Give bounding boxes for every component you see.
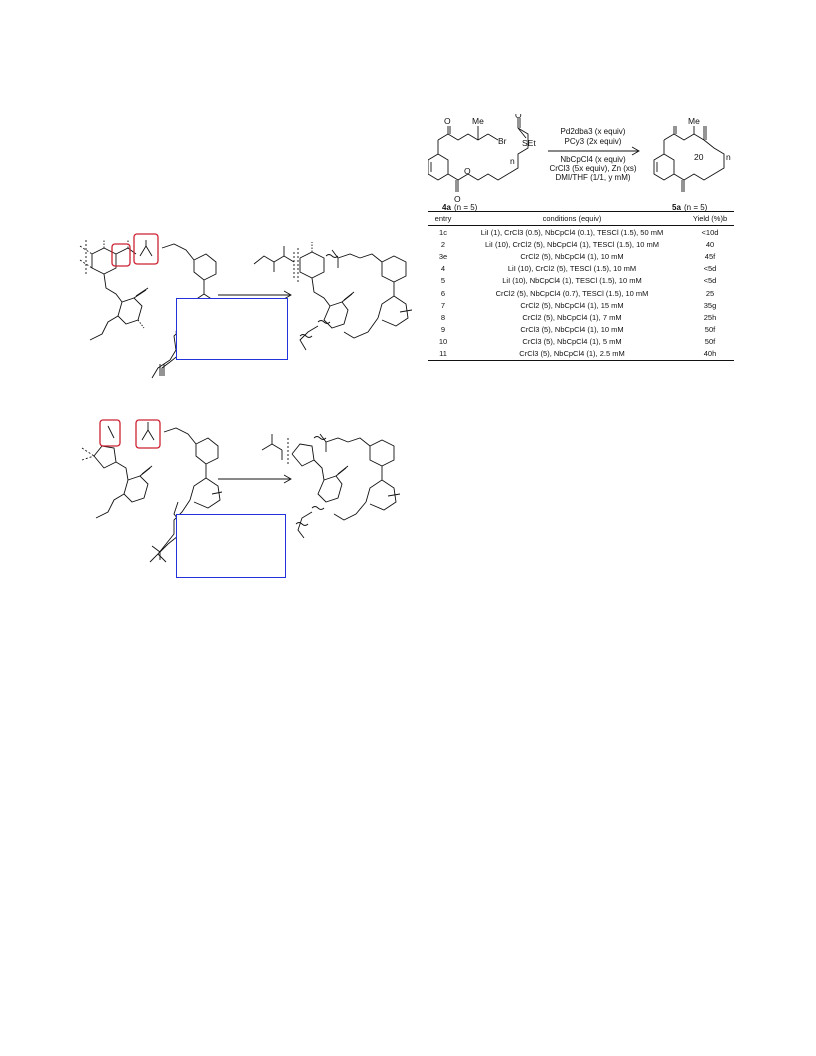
sm-n-value: (n = 5) xyxy=(454,203,478,212)
o-label-2: O xyxy=(454,194,461,204)
scheme-1-right-structure xyxy=(253,242,413,351)
reaction-scheme: O Me Br O O O SEt n 4a (n = 5) Pd2dba3 (… xyxy=(428,114,731,212)
cell-yield: <5d xyxy=(703,276,717,286)
cell-entry: 3e xyxy=(438,251,448,261)
scheme-2-left-structure xyxy=(81,419,223,563)
header-entry: entry xyxy=(428,211,458,226)
scheme-1-blank-box xyxy=(176,298,288,360)
cell-entry: 8 xyxy=(440,312,446,322)
header-yield: Yield (%)b xyxy=(686,211,734,226)
table-row: 10 CrCl3 (5), NbCpCl4 (1), 5 mM 50f xyxy=(428,336,734,348)
o-label-1: O xyxy=(444,116,451,126)
ring-size-label: 20 xyxy=(694,152,704,162)
table-row: 3e CrCl2 (5), NbCpCl4 (1), 10 mM 45f xyxy=(428,250,734,262)
cell-conditions: CrCl2 (5), NbCpCl4 (1), 10 mM xyxy=(520,251,624,261)
cell-conditions: CrCl3 (5), NbCpCl4 (1), 10 mM xyxy=(520,325,624,335)
product-me-label: Me xyxy=(688,116,700,126)
cell-conditions: CrCl2 (5), NbCpCl4 (1), 15 mM xyxy=(520,300,624,310)
table-row: 5 LiI (10), NbCpCl4 (1), TESCl (1.5), 10… xyxy=(428,275,734,287)
cell-conditions: LiI (1), CrCl3 (0.5), NbCpCl4 (0.1), TES… xyxy=(480,227,664,237)
cell-conditions: LiI (10), CrCl2 (5), NbCpCl4 (1), TESCl … xyxy=(484,239,660,249)
cell-yield: <10d xyxy=(701,227,719,237)
cell-entry: 6 xyxy=(440,288,446,298)
optimization-table: entry conditions (equiv) Yield (%)b 1c L… xyxy=(428,211,734,362)
cell-conditions: CrCl3 (5), NbCpCl4 (1), 2.5 mM xyxy=(458,347,686,362)
table-row: 2 LiI (10), CrCl2 (5), NbCpCl4 (1), TESC… xyxy=(428,238,734,250)
cell-entry: 10 xyxy=(438,337,448,347)
table-row: 7 CrCl2 (5), NbCpCl4 (1), 15 mM 35g xyxy=(428,299,734,311)
table-row: 11 CrCl3 (5), NbCpCl4 (1), 2.5 mM 40h xyxy=(428,347,734,362)
cell-yield: 35g xyxy=(703,300,717,310)
cell-yield: 40h xyxy=(686,347,734,362)
reagent-below-1: NbCpCl4 (x equiv) xyxy=(560,155,626,164)
cell-conditions: CrCl3 (5), NbCpCl4 (1), 5 mM xyxy=(522,337,622,347)
header-conditions: conditions (equiv) xyxy=(458,211,686,226)
cell-entry: 11 xyxy=(428,347,458,362)
cell-entry: 9 xyxy=(440,325,446,335)
table-row: 4 LiI (10), CrCl2 (5), TESCl (1.5), 10 m… xyxy=(428,263,734,275)
reagent-below-2: CrCl3 (5x equiv), Zn (xs) xyxy=(549,164,636,173)
reagent-above-2: PCy3 (2x equiv) xyxy=(565,137,622,146)
product-n-label: n xyxy=(726,152,731,162)
table-row: 9 CrCl3 (5), NbCpCl4 (1), 10 mM 50f xyxy=(428,324,734,336)
cell-conditions: LiI (10), NbCpCl4 (1), TESCl (1.5), 10 m… xyxy=(502,276,642,286)
sm-n-label: n xyxy=(510,156,515,166)
scheme-1-arrow xyxy=(218,290,292,300)
reagent-below-3: DMI/THF (1/1, y mM) xyxy=(555,173,630,182)
scheme-2-arrow xyxy=(218,474,292,484)
sm-set-label: SEt xyxy=(522,138,536,148)
sm-br-label: Br xyxy=(498,136,507,146)
table-row: 1c LiI (1), CrCl3 (0.5), NbCpCl4 (0.1), … xyxy=(428,226,734,239)
product-compound-label: 5a xyxy=(672,203,681,212)
cell-yield: 50f xyxy=(704,325,716,335)
o-label-4: O xyxy=(515,114,522,120)
cell-yield: 45f xyxy=(704,251,716,261)
cell-yield: 25h xyxy=(703,312,717,322)
product-n-value: (n = 5) xyxy=(684,203,708,212)
sm-me-label: Me xyxy=(472,116,484,126)
cell-yield: <5d xyxy=(703,264,717,274)
cell-yield: 50f xyxy=(704,337,716,347)
cell-conditions: CrCl2 (5), NbCpCl4 (1), 7 mM xyxy=(522,312,622,322)
table-row: 6 CrCl2 (5), NbCpCl4 (0.7), TESCl (1.5),… xyxy=(428,287,734,299)
table-row: 8 CrCl2 (5), NbCpCl4 (1), 7 mM 25h xyxy=(428,311,734,323)
cell-entry: 7 xyxy=(440,300,446,310)
o-label-3: O xyxy=(464,166,471,176)
scheme-2-right-structure xyxy=(261,433,401,539)
reagent-above-1: Pd2dba3 (x equiv) xyxy=(561,127,626,136)
cell-yield: 25 xyxy=(705,288,715,298)
cell-conditions: LiI (10), CrCl2 (5), TESCl (1.5), 10 mM xyxy=(507,264,637,274)
cell-conditions: CrCl2 (5), NbCpCl4 (0.7), TESCl (1.5), 1… xyxy=(495,288,649,298)
cell-yield: 40 xyxy=(705,239,715,249)
cell-entry: 2 xyxy=(440,239,446,249)
sm-compound-label: 4a xyxy=(442,203,451,212)
cell-entry: 1c xyxy=(439,227,447,237)
scheme-1-left-structure xyxy=(79,233,221,379)
cell-entry: 5 xyxy=(440,276,446,286)
scheme-2-blank-box xyxy=(176,514,286,578)
table-header-row: entry conditions (equiv) Yield (%)b xyxy=(428,211,734,226)
cell-entry: 4 xyxy=(440,264,446,274)
